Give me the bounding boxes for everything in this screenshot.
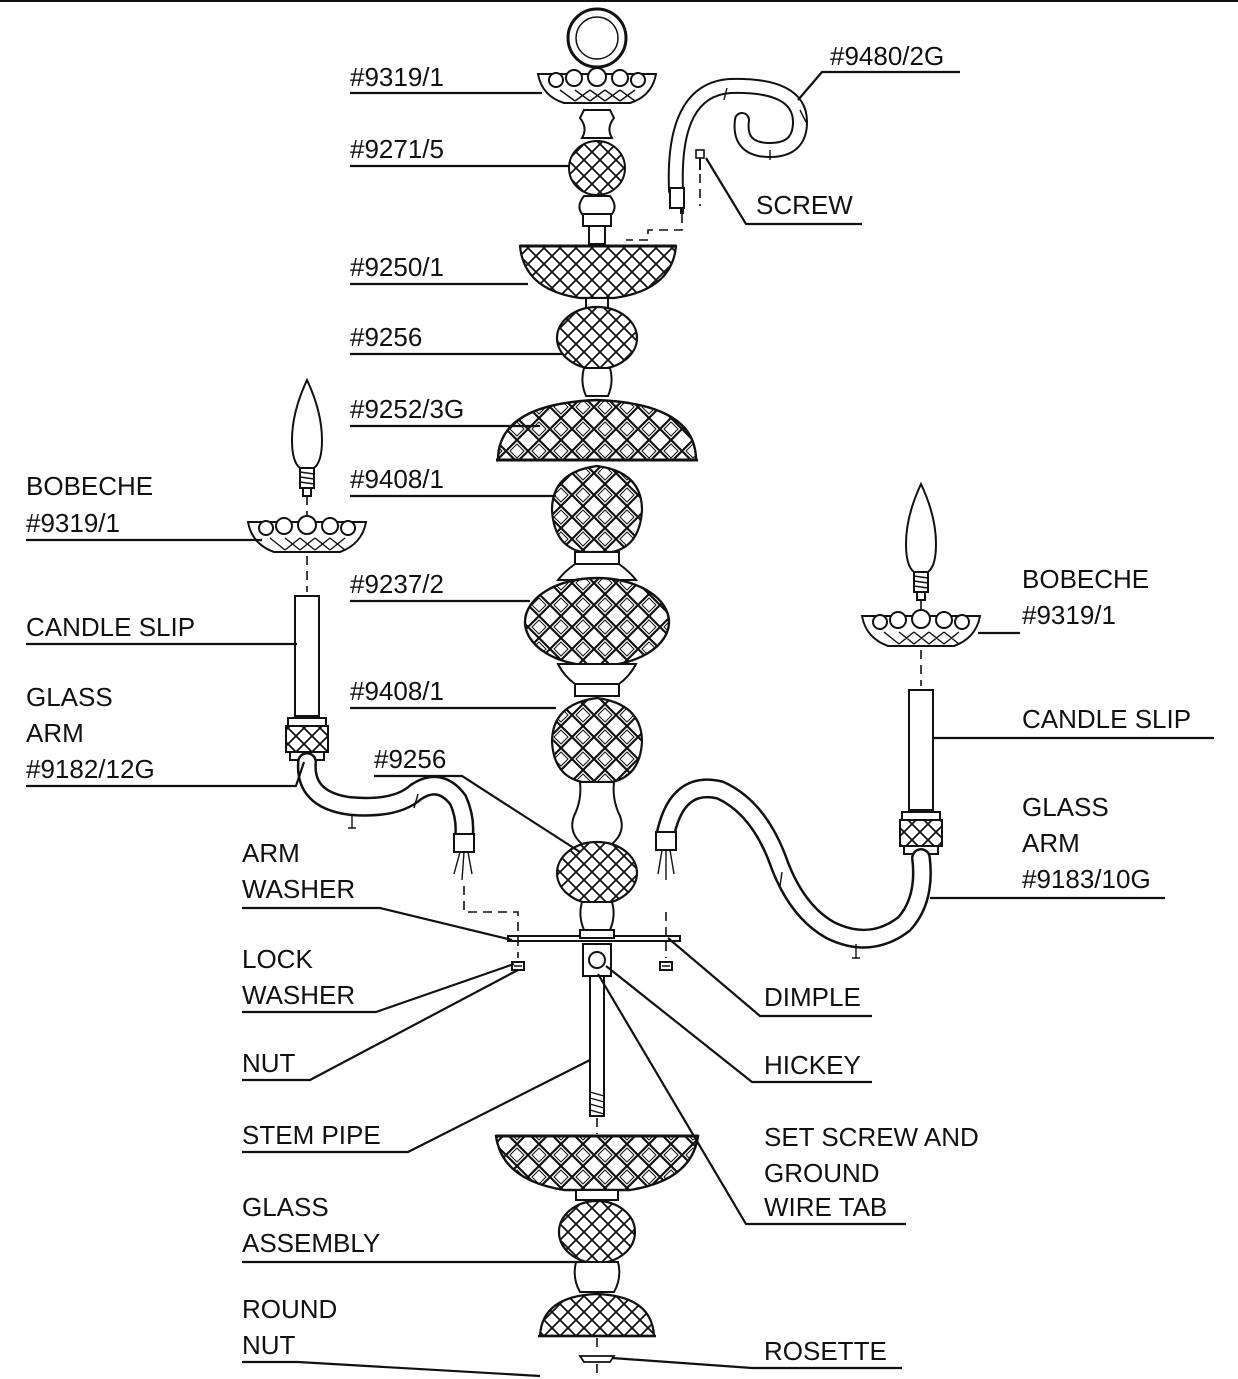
right-bobeche	[860, 609, 982, 647]
label-glass-arm-left-2: ARM	[26, 718, 84, 748]
left-arm-assembly	[246, 377, 525, 971]
knob-9408-lower	[550, 696, 644, 784]
label-stem-pipe: STEM PIPE	[242, 1120, 381, 1150]
label-dimple: DIMPLE	[764, 982, 861, 1012]
knob-9408-upper	[550, 464, 644, 554]
left-candle-slip	[294, 595, 320, 717]
right-arm-cup	[899, 819, 943, 847]
left-arm-cup	[285, 725, 329, 753]
label-screw: SCREW	[756, 190, 853, 220]
label-lock-washer-2: WASHER	[242, 980, 355, 1010]
glass-assembly-bowl	[494, 1134, 700, 1192]
knob-9271	[568, 140, 626, 196]
right-candle-slip	[908, 689, 934, 811]
label-hickey: HICKEY	[764, 1050, 861, 1080]
label-9250: #9250/1	[350, 252, 444, 282]
label-bobeche-left-part: #9319/1	[26, 508, 120, 538]
label-glass-assembly-2: ASSEMBLY	[242, 1228, 380, 1258]
label-arm-washer-1: ARM	[242, 838, 300, 868]
label-9480: #9480/2G	[830, 41, 944, 71]
labels: #9319/1 #9271/5 #9250/1 #9256 #9252/3G #…	[26, 41, 1191, 1366]
label-9237: #9237/2	[350, 569, 444, 599]
label-9319-top: #9319/1	[350, 62, 444, 92]
glass-assembly-knob	[557, 1199, 637, 1265]
right-bulb	[904, 481, 938, 573]
knob-9256-upper	[555, 305, 639, 371]
label-glass-arm-left-3: #9182/12G	[26, 754, 155, 784]
knob-9256-lower	[555, 840, 639, 906]
top-arm-9480	[626, 77, 809, 241]
label-9408-lower: #9408/1	[350, 676, 444, 706]
label-arm-washer-2: WASHER	[242, 874, 355, 904]
label-9256-upper: #9256	[350, 322, 422, 352]
ball-9237	[523, 576, 671, 668]
screw-part	[695, 149, 705, 206]
top-bobeche-cup	[536, 67, 658, 104]
label-candle-slip-left: CANDLE SLIP	[26, 612, 195, 642]
label-bobeche-left-title: BOBECHE	[26, 471, 153, 501]
bowl-9250	[518, 244, 678, 300]
label-round-nut-1: ROUND	[242, 1294, 337, 1324]
label-bobeche-right-part: #9319/1	[1022, 600, 1116, 630]
hickey-part	[582, 943, 612, 977]
rosette-part	[578, 1355, 616, 1363]
left-bobeche	[246, 515, 368, 553]
stem-pipe-part	[589, 975, 605, 1117]
label-rosette: ROSETTE	[764, 1336, 887, 1366]
label-glass-arm-left-1: GLASS	[26, 682, 113, 712]
right-arm-assembly	[655, 481, 982, 971]
label-glass-assembly-1: GLASS	[242, 1192, 329, 1222]
central-column	[494, 7, 700, 1379]
label-9408-upper: #9408/1	[350, 464, 444, 494]
leader-lines	[26, 70, 1214, 1378]
left-bulb	[290, 377, 324, 469]
label-set-screw-3: WIRE TAB	[764, 1192, 887, 1222]
label-set-screw-2: GROUND	[764, 1158, 880, 1188]
label-9256-lower: #9256	[374, 744, 446, 774]
label-bobeche-right-title: BOBECHE	[1022, 564, 1149, 594]
label-round-nut-2: NUT	[242, 1330, 296, 1360]
label-nut: NUT	[242, 1048, 296, 1078]
label-glass-arm-right-1: GLASS	[1022, 792, 1109, 822]
bottom-finial	[538, 1292, 656, 1338]
label-set-screw-1: SET SCREW AND	[764, 1122, 979, 1152]
label-lock-washer-1: LOCK	[242, 944, 313, 974]
label-9252: #9252/3G	[350, 394, 464, 424]
label-glass-arm-right-3: #9183/10G	[1022, 864, 1151, 894]
label-candle-slip-right: CANDLE SLIP	[1022, 704, 1191, 734]
label-glass-arm-right-2: ARM	[1022, 828, 1080, 858]
label-9271: #9271/5	[350, 134, 444, 164]
dome-9252	[496, 398, 698, 462]
